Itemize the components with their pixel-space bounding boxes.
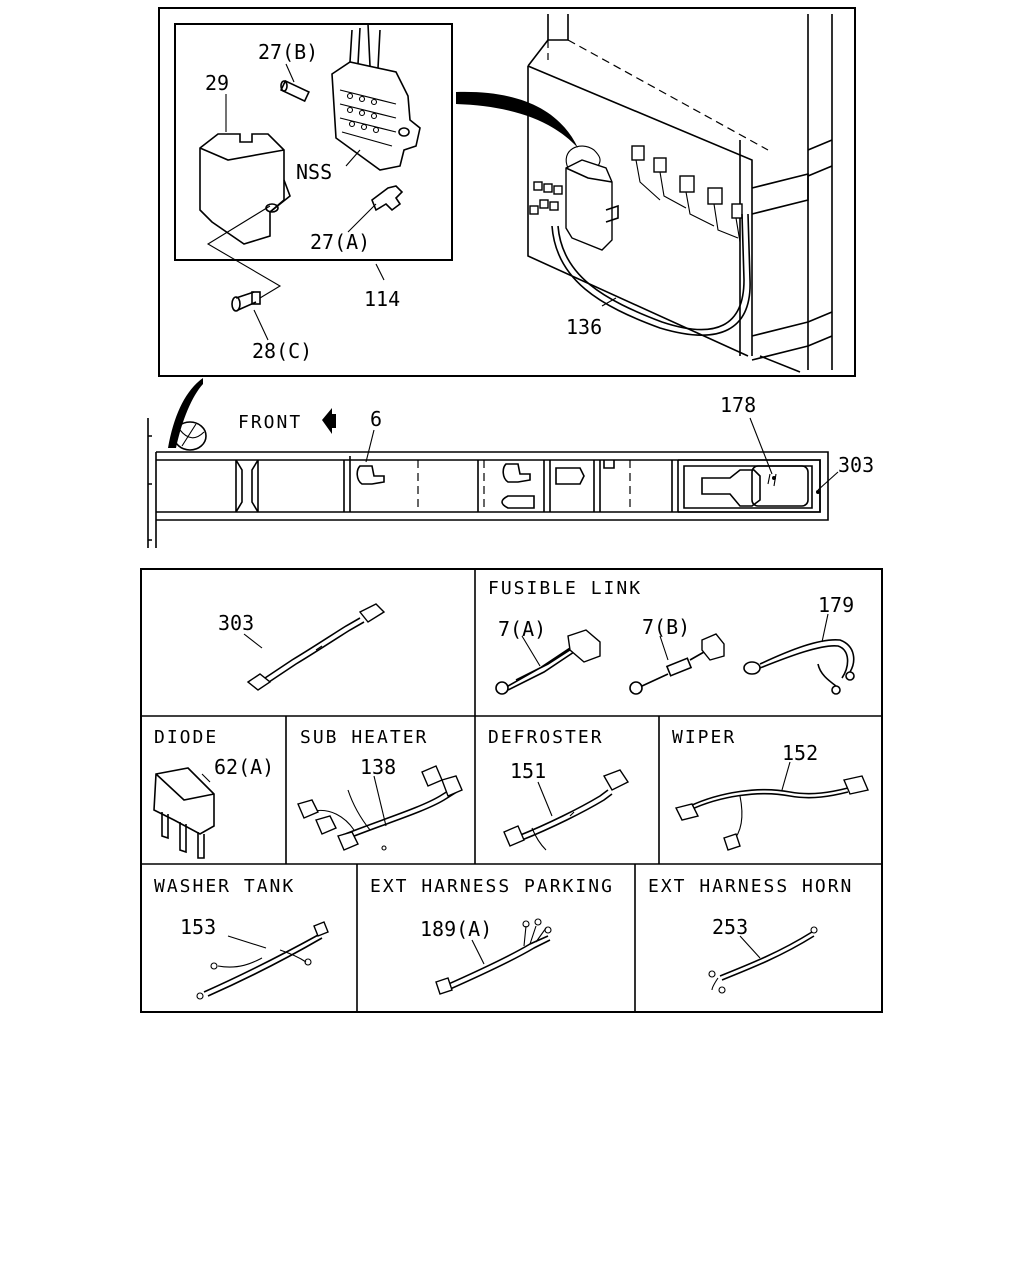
header-ext-harness-parking: EXT HARNESS PARKING	[370, 876, 614, 897]
front-indicator-label: FRONT	[238, 412, 302, 433]
header-ext-harness-horn: EXT HARNESS HORN	[648, 876, 853, 897]
fuse-27b-illustration	[280, 79, 310, 103]
label-7b: 7(B)	[642, 615, 690, 639]
panel-ext-harness-parking: EXT HARNESS PARKING 189(A)	[370, 876, 614, 995]
panel-wiper: WIPER 152	[672, 727, 869, 851]
label-303-panel: 303	[218, 611, 254, 635]
cab-body-illustration	[527, 14, 833, 373]
nss-relay-box-illustration	[331, 23, 421, 171]
header-fusible-link: FUSIBLE LINK	[488, 578, 642, 599]
panel-sub-heater: SUB HEATER 138	[297, 727, 463, 851]
header-washer-tank: WASHER TANK	[154, 876, 295, 897]
label-136: 136	[566, 315, 602, 339]
label-7a: 7(A)	[498, 617, 546, 641]
panel-fusible-link: FUSIBLE LINK 7(A) 7(B) 179	[488, 578, 855, 695]
chassis-frame-view: FRONT 6 178 303	[147, 378, 874, 548]
label-303-frame: 303	[838, 453, 874, 477]
pointer-arrow	[168, 378, 203, 448]
label-27a: 27(A)	[310, 230, 370, 254]
label-28c: 28(C)	[252, 339, 312, 363]
relay-box-inset: 27(B) 29 NSS 27(A) 114 28(C) 136	[158, 7, 856, 377]
label-153: 153	[180, 915, 216, 939]
label-179: 179	[818, 593, 854, 617]
label-178: 178	[720, 393, 756, 417]
bolt-28c-illustration	[231, 291, 261, 312]
label-151: 151	[510, 759, 546, 783]
label-62a: 62(A)	[214, 755, 274, 779]
label-189a: 189(A)	[420, 917, 492, 941]
panel-harness-303: 303	[218, 603, 386, 691]
header-defroster: DEFROSTER	[488, 727, 604, 748]
label-253: 253	[712, 915, 748, 939]
cover-29-illustration	[199, 133, 291, 245]
label-138: 138	[360, 755, 396, 779]
label-114: 114	[364, 287, 400, 311]
label-27b: 27(B)	[258, 40, 318, 64]
panel-washer-tank: WASHER TANK 153	[154, 876, 329, 1000]
header-diode: DIODE	[154, 727, 218, 748]
clip-27a-illustration	[371, 185, 404, 212]
header-sub-heater: SUB HEATER	[300, 727, 428, 748]
label-152: 152	[782, 741, 818, 765]
header-wiper: WIPER	[672, 727, 736, 748]
label-6: 6	[370, 407, 382, 431]
label-nss: NSS	[296, 160, 332, 184]
label-29: 29	[205, 71, 229, 95]
panel-diode: DIODE 62(A)	[153, 727, 274, 859]
panel-ext-harness-horn: EXT HARNESS HORN 253	[648, 876, 853, 994]
parts-table: 303 FUSIBLE LINK 7(A) 7(B)	[140, 568, 883, 1013]
panel-defroster: DEFROSTER 151	[488, 727, 630, 851]
